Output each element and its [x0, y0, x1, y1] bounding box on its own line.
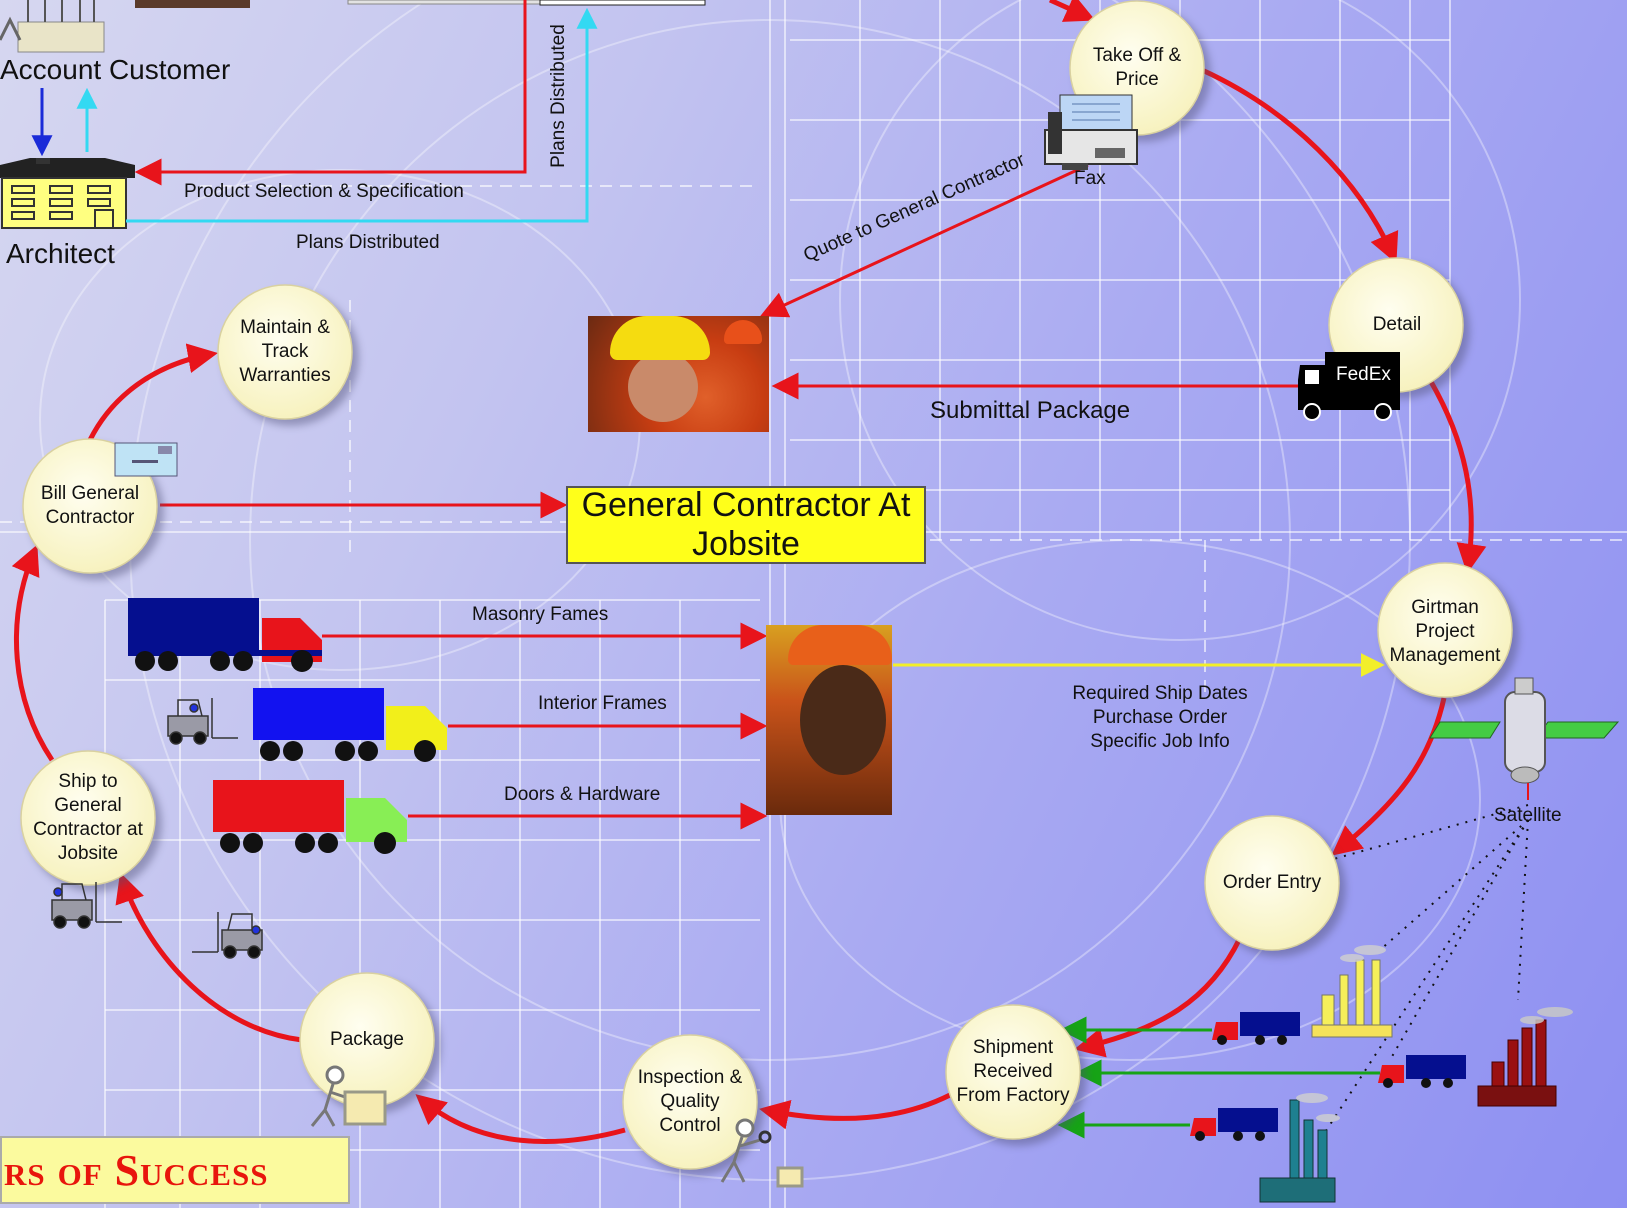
node-order-entry	[1204, 815, 1340, 951]
architect-label: Architect	[6, 238, 115, 269]
account-customer-group-icon	[0, 0, 250, 53]
gc-at-jobsite-box: General Contractor At Jobsite	[566, 486, 926, 564]
account-customer-label: Account Customer	[0, 54, 231, 85]
factory-truck	[1190, 1108, 1278, 1141]
truck-red-green	[213, 780, 407, 854]
face	[800, 665, 886, 775]
factory-icon	[1477, 1007, 1573, 1107]
orange-hat	[788, 625, 892, 665]
building-icon	[0, 158, 135, 229]
product-selection-label: Product Selection & Specification	[184, 181, 464, 202]
masonry-fames-label: Masonry Fames	[472, 604, 609, 625]
truck-blue-red	[128, 598, 322, 672]
required-ship-dates-label: Required Ship Dates Purchase Order Speci…	[1072, 683, 1248, 752]
face	[628, 352, 698, 422]
success-banner: rs of Success	[0, 1136, 350, 1204]
node-girtman	[1377, 562, 1513, 698]
factory-truck	[1378, 1055, 1466, 1088]
node-bill-gc-label: Bill General Contractor	[40, 483, 140, 528]
worker-box-icon	[310, 1065, 387, 1127]
node-detail-label: Detail	[1372, 314, 1422, 335]
plans-distributed-vertical-label: Plans Distributed	[547, 24, 569, 168]
node-inspection	[622, 1034, 758, 1170]
forklift-icon	[51, 698, 263, 959]
node-girtman-label: Girtman Project Management	[1389, 597, 1501, 666]
node-take-off-price-label: Take Off & Price	[1092, 45, 1182, 90]
orange-hat	[724, 320, 762, 344]
node-shipment-received	[945, 1004, 1081, 1140]
satellite-icon	[1429, 677, 1620, 800]
node-maintain-label: Maintain & Track Warranties	[239, 317, 331, 386]
background-circles	[39, 0, 1521, 1181]
node-inspection-label: Inspection & Quality Control	[637, 1067, 743, 1136]
fax-icon	[1044, 94, 1138, 170]
doors-hardware-label: Doors & Hardware	[504, 784, 661, 805]
truck-blue-yellow	[253, 688, 447, 762]
factory-icon	[1311, 945, 1393, 1038]
node-ship-to-gc	[20, 750, 156, 886]
node-package-label: Package	[330, 1029, 404, 1050]
fedex-label: FedEx	[1336, 364, 1391, 385]
factory-truck	[1212, 1012, 1300, 1045]
hard-hat	[610, 316, 710, 360]
plans-distributed-label: Plans Distributed	[296, 232, 440, 253]
node-maintain	[217, 284, 353, 420]
inspector-icon	[720, 1118, 804, 1188]
node-ship-to-gc-label: Ship to General Contractor at Jobsite	[33, 771, 143, 864]
interior-frames-label: Interior Frames	[538, 693, 667, 714]
worker-photo	[766, 625, 892, 815]
fedex-truck-icon	[1298, 352, 1400, 421]
envelope-icon	[114, 442, 178, 477]
factory-icon	[1259, 1093, 1340, 1203]
node-order-entry-label: Order Entry	[1222, 872, 1322, 893]
satellite-label: Satellite	[1494, 805, 1562, 826]
gc-photo	[588, 316, 769, 432]
fax-label: Fax	[1074, 168, 1106, 189]
submittal-package-label: Submittal Package	[930, 397, 1131, 424]
node-shipment-received-label: Shipment Received From Factory	[956, 1037, 1070, 1106]
